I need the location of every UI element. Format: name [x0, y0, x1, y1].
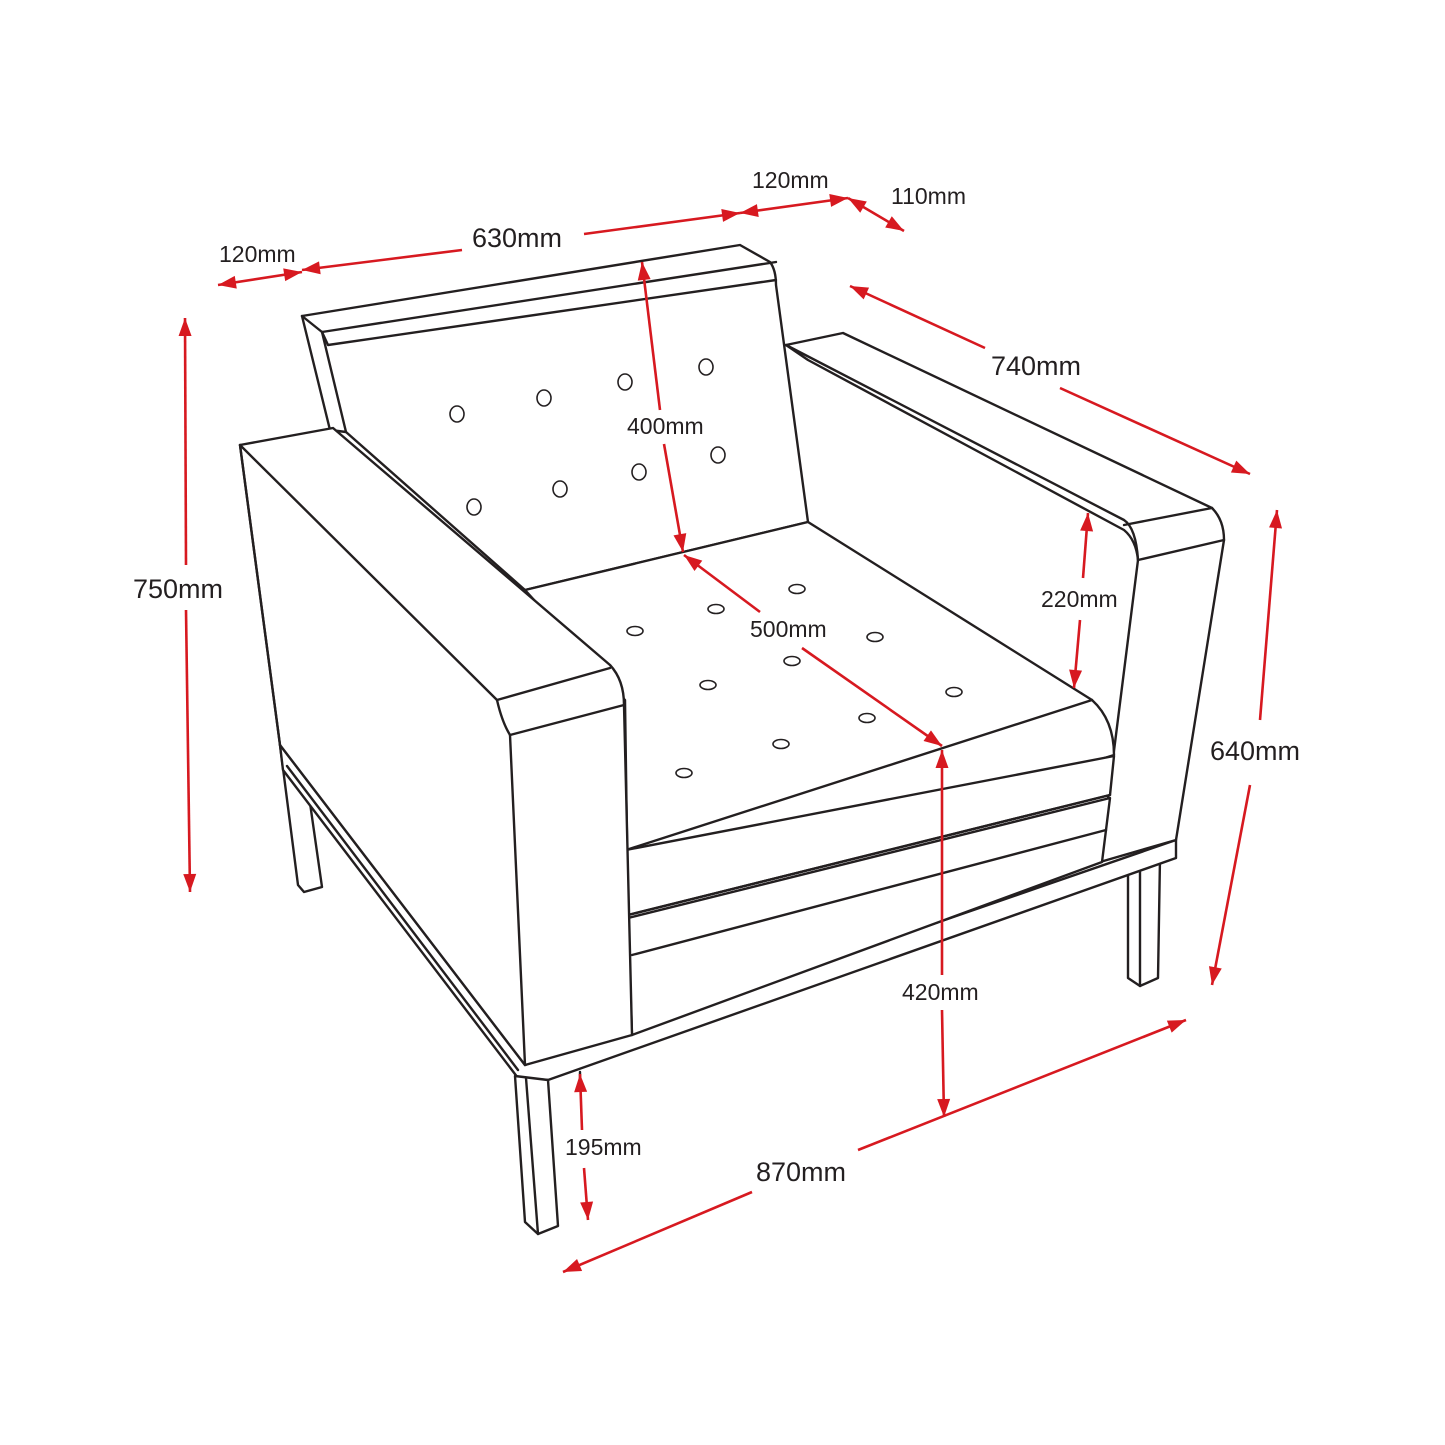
- left-armrest-back-edge: [238, 443, 282, 747]
- dim-110-arrowhead: [885, 216, 904, 231]
- right-armrest-cap-back: [1122, 506, 1214, 527]
- dim-120-right-arrowhead: [740, 204, 759, 217]
- dimension-labels: 750mm 870mm 740mm 640mm 630mm 120mm 120m…: [133, 167, 1300, 1187]
- dim-label-750: 750mm: [133, 574, 223, 604]
- rear-right-leg: [1126, 856, 1162, 988]
- dim-220-top-arrowhead: [1080, 513, 1094, 532]
- dim-420-top-arrowhead: [935, 750, 949, 768]
- front-left-leg: [513, 1074, 560, 1236]
- dimension-annotations: [178, 194, 1283, 1274]
- seat-button: [858, 712, 876, 724]
- seat-button: [788, 583, 806, 595]
- dim-label-195: 195mm: [565, 1134, 642, 1160]
- seat-base-line: [630, 828, 1108, 957]
- dim-870-left-line: [562, 1190, 753, 1274]
- dim-750-top-line: [183, 317, 188, 566]
- dim-110-arrowhead: [848, 198, 867, 213]
- dim-label-420: 420mm: [902, 979, 979, 1005]
- dim-220-bottom-arrowhead: [1069, 669, 1083, 688]
- dim-label-220: 220mm: [1041, 586, 1118, 612]
- right-armrest-cap: [1136, 538, 1226, 562]
- seat-button: [699, 679, 717, 691]
- dim-400-top-arrowhead: [637, 262, 651, 281]
- dim-195-top-arrowhead: [574, 1074, 588, 1093]
- seat-button: [772, 738, 790, 750]
- dim-500-bottom-arrowhead: [923, 730, 942, 746]
- seat-button: [707, 603, 725, 615]
- dim-870-right-arrowhead: [1166, 1020, 1186, 1033]
- dim-120-left-arrowhead: [283, 268, 302, 282]
- seat-button: [783, 655, 801, 667]
- dim-870-right-line: [857, 1018, 1187, 1152]
- dim-120-right-arrowhead: [829, 194, 848, 207]
- dim-400-bottom-line: [662, 443, 685, 553]
- backrest-button: [552, 480, 568, 498]
- dim-label-870: 870mm: [756, 1157, 846, 1187]
- dim-870-left-arrowhead: [563, 1258, 583, 1272]
- dim-500-bottom-line: [801, 646, 943, 748]
- seat-button: [626, 625, 644, 637]
- backrest-button: [466, 498, 482, 516]
- left-armrest-front-edge: [508, 733, 527, 1067]
- backrest-button: [617, 373, 633, 391]
- dim-label-400: 400mm: [627, 413, 704, 439]
- dim-630-right-arrowhead: [721, 208, 740, 222]
- dim-740-top-arrowhead: [850, 286, 870, 300]
- dim-640-top-arrowhead: [1269, 510, 1283, 529]
- armchair-drawing: [238, 243, 1226, 1236]
- dim-label-110: 110mm: [891, 183, 966, 209]
- left-armrest: [238, 426, 634, 1067]
- dim-label-120-left: 120mm: [219, 241, 296, 267]
- backrest-left-edge: [320, 330, 348, 434]
- dim-640-bottom-line: [1210, 784, 1252, 986]
- seat-button: [945, 686, 963, 698]
- dim-630-right-line: [583, 211, 741, 236]
- seat-button: [675, 767, 693, 779]
- right-armrest-top-edge: [784, 343, 1140, 562]
- dim-label-120-right: 120mm: [752, 167, 829, 193]
- front-left-leg-edge: [524, 1076, 540, 1236]
- dim-750-bottom-line: [184, 609, 192, 893]
- dim-label-740: 740mm: [991, 351, 1081, 381]
- tufting-buttons: [449, 358, 963, 779]
- left-armrest-front-top: [495, 666, 612, 702]
- dim-740-top-line: [849, 284, 986, 350]
- dim-420-bottom-arrowhead: [937, 1098, 951, 1117]
- backrest-button: [698, 358, 714, 376]
- dim-640-top-line: [1258, 509, 1279, 721]
- base-frame-inner: [285, 764, 520, 1072]
- backrest-button: [631, 463, 647, 481]
- dim-120-left-arrowhead: [218, 275, 237, 289]
- dim-750-top-arrowhead: [178, 318, 192, 337]
- seat-front-band-line: [626, 793, 1112, 917]
- dim-label-500: 500mm: [750, 616, 827, 642]
- dim-400-bottom-arrowhead: [673, 533, 687, 552]
- dim-630-left-line: [301, 248, 463, 272]
- dim-400-top-line: [640, 261, 662, 411]
- left-armrest-top: [238, 443, 499, 702]
- backrest-button: [536, 389, 552, 407]
- backrest-button: [710, 446, 726, 464]
- right-armrest-side: [784, 331, 1226, 864]
- seat-front-top: [624, 698, 1094, 852]
- dim-500-top-arrowhead: [684, 555, 703, 571]
- dim-750-bottom-arrowhead: [183, 873, 197, 892]
- dim-label-630: 630mm: [472, 223, 562, 253]
- dim-740-bottom-line: [1059, 386, 1251, 476]
- dim-640-bottom-arrowhead: [1208, 966, 1222, 985]
- dim-195-bottom-arrowhead: [580, 1201, 594, 1220]
- seat-button: [866, 631, 884, 643]
- dim-630-left-arrowhead: [302, 261, 321, 275]
- dim-120-right-line: [739, 196, 849, 215]
- dim-740-bottom-arrowhead: [1230, 460, 1250, 474]
- dim-label-640: 640mm: [1210, 736, 1300, 766]
- backrest-button: [449, 405, 465, 423]
